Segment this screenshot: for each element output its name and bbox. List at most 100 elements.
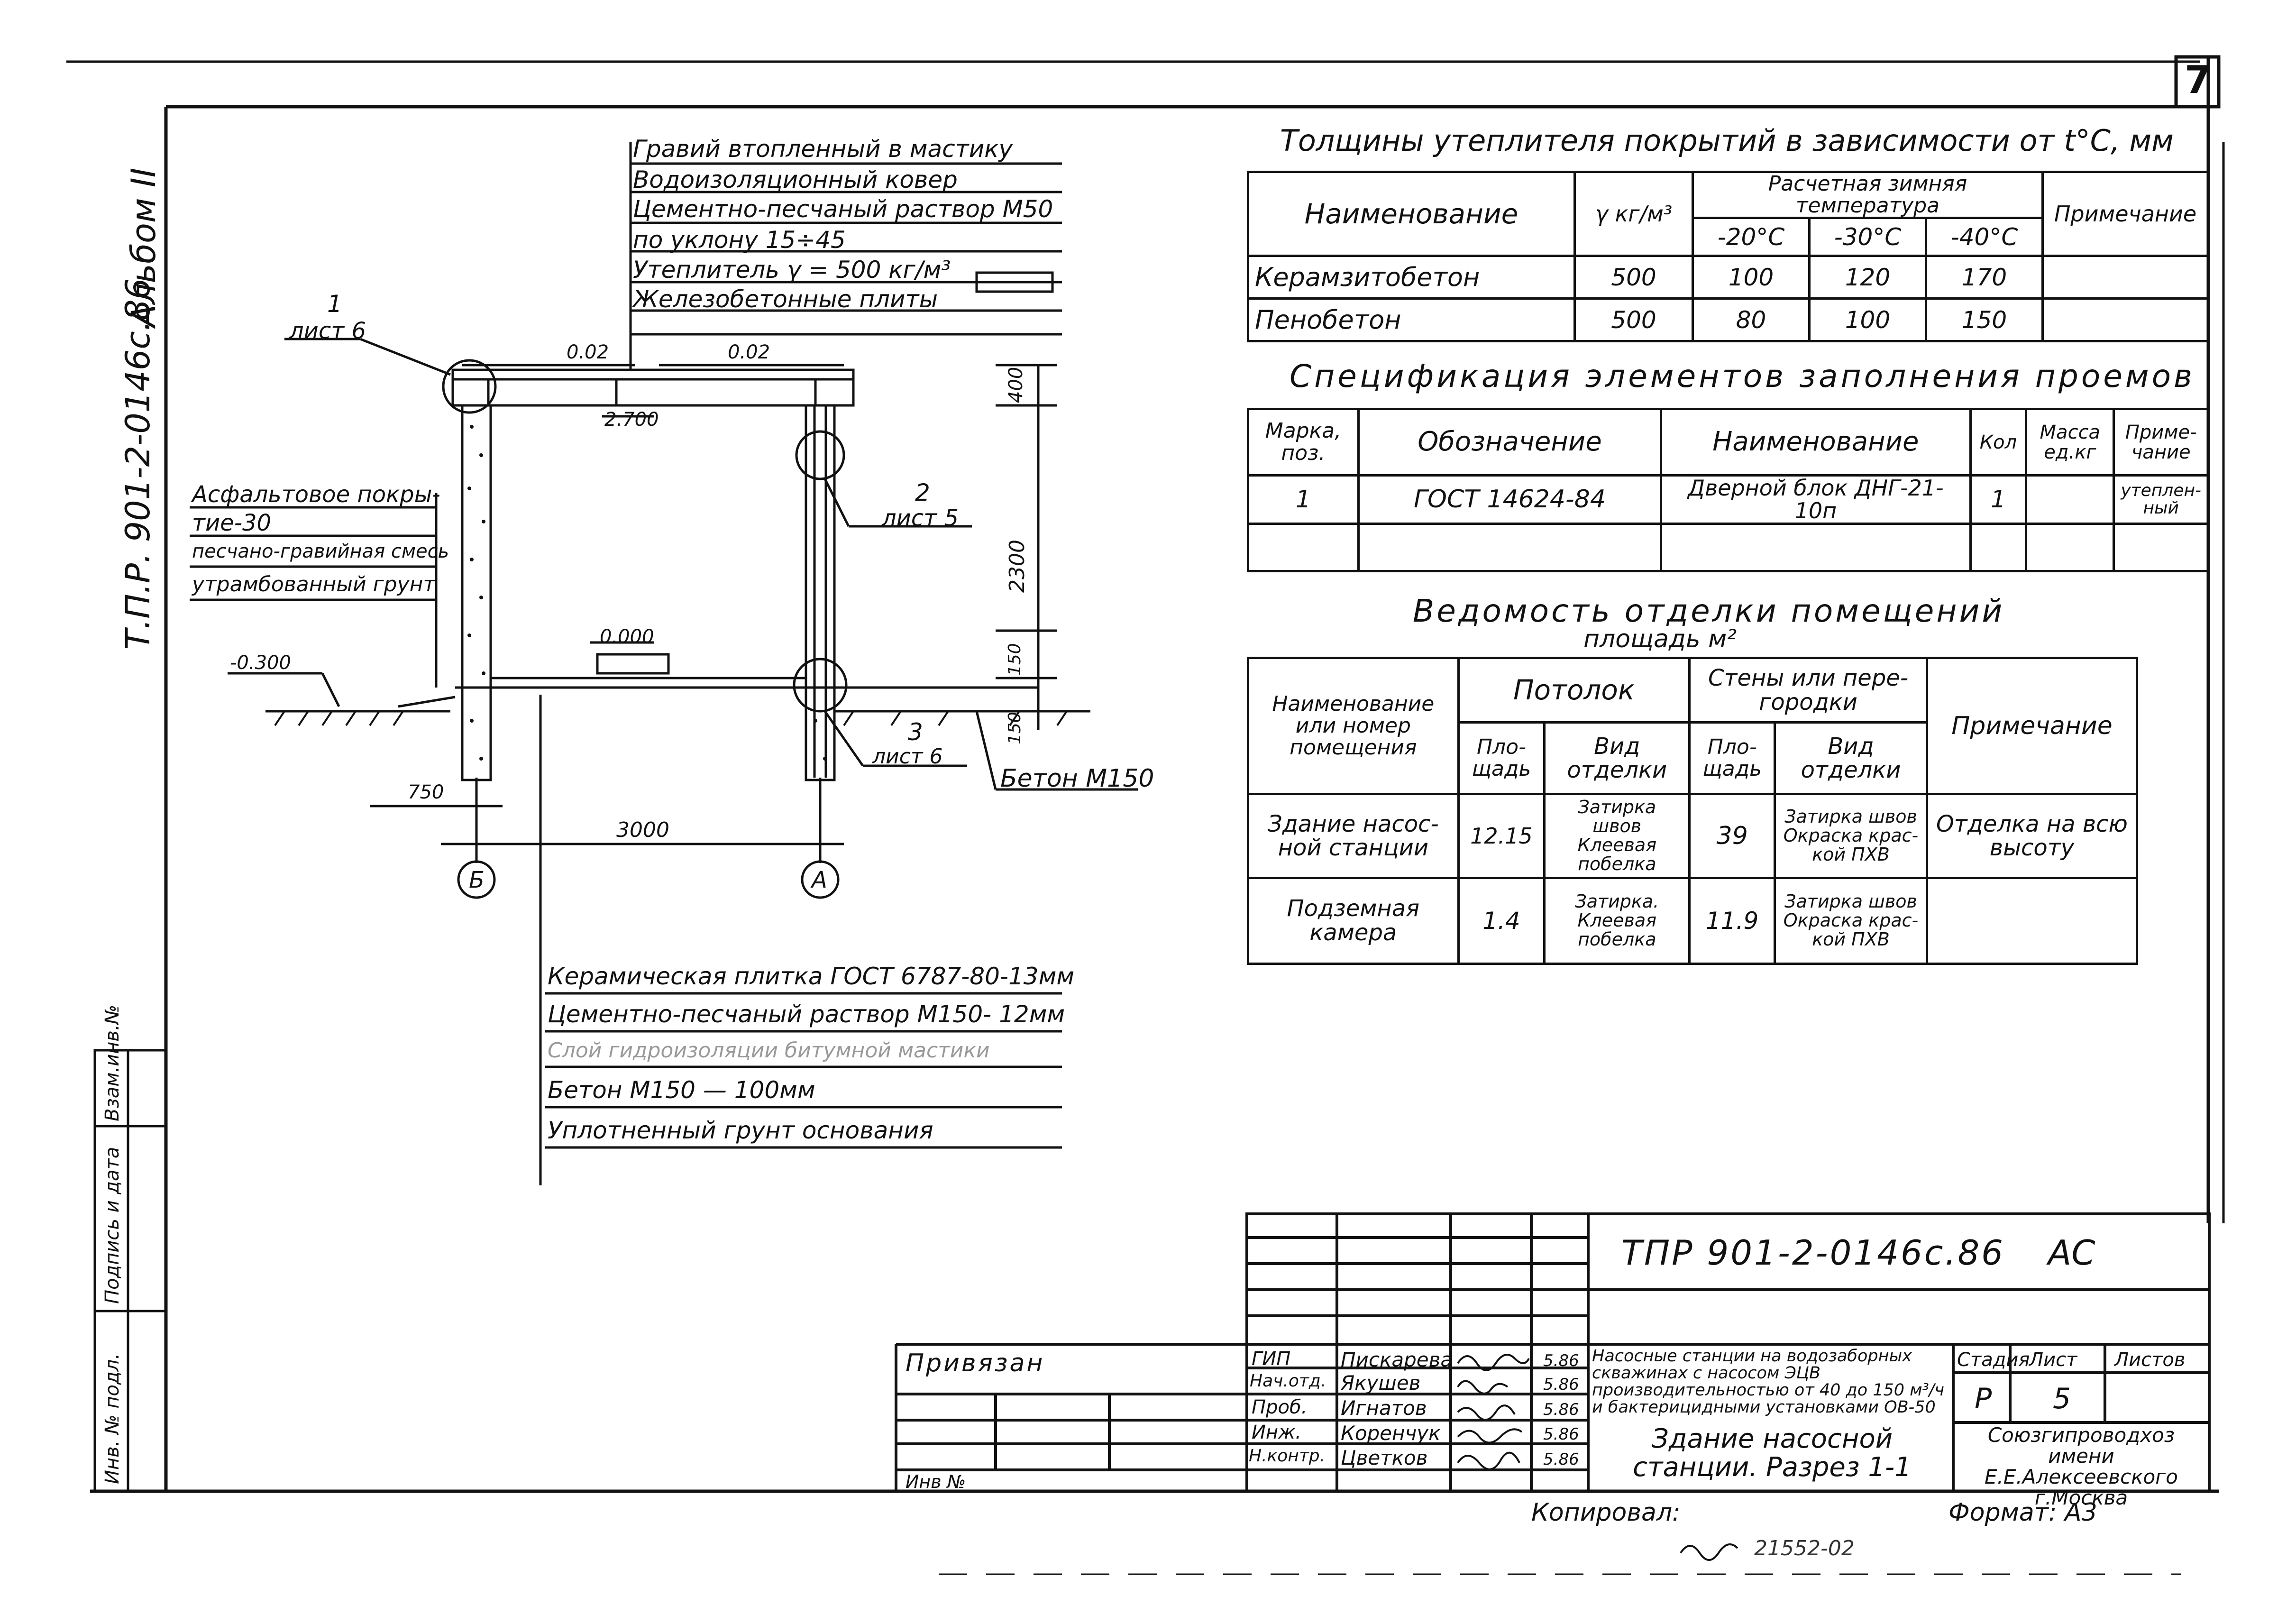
ins-h-name: Наименование — [1247, 170, 1576, 257]
finishing-subtitle: площадь м² — [1583, 625, 1737, 653]
floor-layer-4: Бетон М150 — 100мм — [548, 1076, 815, 1104]
ins-row1-g: 500 — [1573, 255, 1694, 300]
inv-no-label: Инв № — [906, 1471, 966, 1492]
finishing-table: Наименование или номер помещения Потолок… — [1247, 656, 2139, 965]
ins-row1-c: 170 — [1924, 255, 2044, 300]
sheet-header: Лист — [2029, 1349, 2077, 1371]
elev-ground: -0.300 — [230, 652, 291, 674]
role-1: ГИП — [1252, 1348, 1291, 1370]
ins-row1-a: 100 — [1692, 255, 1811, 300]
detail-circle-1 — [442, 359, 497, 414]
fin-row2-ct: Затирка. Клеевая побелка — [1543, 876, 1691, 965]
wall-layer-2: тие-30 — [192, 510, 272, 536]
openings-title: Спецификация элементов заполнения проемо… — [1290, 358, 2195, 395]
op-row-desig: ГОСТ 14624-84 — [1357, 474, 1663, 525]
roof-layer-2: Водоизоляционный ковер — [633, 166, 958, 193]
fin-h-type-w: Вид отделки — [1774, 721, 1928, 796]
copied-label: Копировал: — [1531, 1498, 1681, 1527]
sign-label: Подпись и дата — [101, 1147, 123, 1304]
fin-row2-ca: 1.4 — [1457, 876, 1546, 965]
vzam-label: Взам.инв.№ — [101, 1004, 123, 1121]
callout-1-sheet: лист 6 — [289, 318, 366, 344]
privyazan-label: Привязан — [906, 1349, 1045, 1377]
concrete-label: Бетон М150 — [1000, 764, 1154, 793]
stamp-mark: АС — [2048, 1233, 2095, 1273]
ins-row2-note — [2041, 297, 2209, 343]
dim-150b: 150 — [1005, 712, 1025, 744]
date-2: 5.86 — [1543, 1375, 1579, 1394]
floor-layer-5: Уплотненный грунт основания — [548, 1117, 933, 1144]
archive-number: 21552-02 — [1754, 1536, 1855, 1560]
fin-h-room: Наименование или номер помещения — [1247, 656, 1460, 796]
dim-400: 400 — [1005, 367, 1027, 403]
op-row-mass — [2025, 474, 2115, 525]
roof-layer-3: Цементно-песчаный раствор М50 — [633, 195, 1053, 223]
project-desc: Насосные станции на водозаборных скважин… — [1592, 1347, 1945, 1417]
fin-row2-room: Подземная камера — [1247, 876, 1460, 965]
fin-row1-room: Здание насос-ной станции — [1247, 793, 1460, 879]
sheet-number: 7 — [2185, 58, 2211, 102]
slope-left: 0.02 — [567, 341, 609, 363]
op-h-desig: Обозначение — [1357, 408, 1663, 477]
ins-row1-b: 120 — [1808, 255, 1927, 300]
axis-b-label: Б — [469, 867, 485, 893]
callout-2-sheet: лист 5 — [882, 505, 959, 532]
ins-row1-name: Керамзитобетон — [1247, 255, 1576, 300]
date-3: 5.86 — [1543, 1400, 1579, 1419]
fin-h-walls: Стены или пере-городки — [1688, 656, 1928, 724]
roof-layer-5: Утеплитель γ = 500 кг/м³ — [633, 256, 951, 284]
ins-h-t1: -20°С — [1692, 217, 1811, 257]
callout-2-num: 2 — [915, 479, 930, 506]
fin-row1-note: Отделка на всю высоту — [1925, 793, 2139, 879]
sheet-title: Здание насосной станции. Разрез 1-1 — [1633, 1423, 1912, 1483]
op-h-mark: Марка, поз. — [1247, 408, 1360, 477]
role-2: Нач.отд. — [1250, 1371, 1326, 1391]
name-4: Коренчук — [1341, 1422, 1441, 1445]
ins-h-t3: -40°С — [1924, 217, 2044, 257]
organization: Союзгипроводхоз имени Е.Е.Алексеевского … — [1984, 1423, 2178, 1509]
elev-ceiling: 2.700 — [604, 409, 659, 431]
left-wall — [461, 404, 492, 781]
stage-value: Р — [1975, 1382, 1992, 1415]
ins-row2-g: 500 — [1573, 297, 1694, 343]
callout-3-num: 3 — [908, 718, 923, 746]
ins-row1-note — [2041, 255, 2209, 300]
fin-row2-wa: 11.9 — [1688, 876, 1776, 965]
openings-table: Марка, поз. Обозначение Наименование Кол… — [1247, 408, 2209, 572]
op-row-name: Дверной блок ДНГ-21-10п — [1660, 474, 1972, 525]
tpr-label: Т.П.Р. 901-2-0146с.86 — [119, 278, 157, 650]
op-row-qty: 1 — [1969, 474, 2028, 525]
ins-h-t2: -30°С — [1808, 217, 1927, 257]
stamp-code: ТПР 901-2-0146с.86 — [1621, 1233, 2005, 1273]
ins-row2-b: 100 — [1808, 297, 1927, 343]
detail-circle-3 — [793, 658, 848, 713]
date-5: 5.86 — [1543, 1450, 1579, 1469]
fin-h-ceiling: Потолок — [1457, 656, 1691, 724]
fin-h-note: Примечание — [1925, 656, 2139, 796]
op-row-note: утеплен-ный — [2113, 474, 2209, 525]
dim-150a: 150 — [1005, 643, 1025, 676]
fin-h-type-c: Вид отделки — [1543, 721, 1691, 796]
fin-row2-note — [1925, 876, 2139, 965]
ins-row2-name: Пенобетон — [1247, 297, 1576, 343]
wall-layer-4: утрамбованный грунт — [192, 572, 436, 596]
role-3: Проб. — [1252, 1396, 1308, 1418]
sheet-value: 5 — [2053, 1382, 2071, 1415]
detail-circle-2 — [795, 430, 845, 480]
role-5: Н.контр. — [1249, 1446, 1326, 1466]
name-2: Якушев — [1341, 1371, 1421, 1395]
fin-row1-ct: Затирка швов Клеевая побелка — [1543, 793, 1691, 879]
finishing-title: Ведомость отделки помещений — [1413, 593, 2005, 629]
title-block — [1245, 1212, 2211, 1493]
callout-1-num: 1 — [327, 290, 342, 318]
axis-bubble-b — [457, 860, 496, 899]
sheet-number-box — [2174, 55, 2221, 109]
ins-row2-c: 150 — [1924, 297, 2044, 343]
stage-header: Стадия — [1957, 1349, 2030, 1371]
op-h-name: Наименование — [1660, 408, 1972, 477]
role-4: Инж. — [1252, 1422, 1301, 1443]
floor-layer-2: Цементно-песчаный раствор М150- 12мм — [548, 1000, 1065, 1028]
date-1: 5.86 — [1543, 1351, 1579, 1370]
op-row-mark: 1 — [1247, 474, 1360, 525]
